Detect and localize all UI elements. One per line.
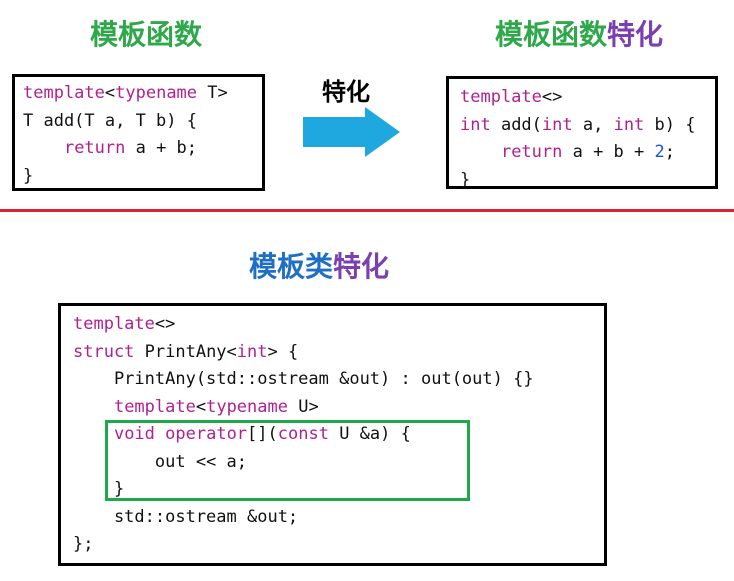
code-keyword: void — [113, 424, 155, 444]
code-box-template-class-specialization: template<>struct PrintAny<int> { PrintAn… — [58, 303, 607, 566]
code-number: 2 — [654, 142, 665, 162]
code-keyword: typename — [115, 83, 198, 103]
code-keyword: template — [73, 314, 155, 334]
code-text: out << a; — [73, 451, 247, 472]
heading-part-template-function: 模板函数 — [495, 18, 608, 51]
code-text — [23, 138, 64, 158]
right-arrow-icon — [303, 107, 400, 157]
code-line: std::ostream &out; — [73, 504, 604, 532]
code-text: } — [460, 169, 471, 190]
code-keyword: typename — [206, 396, 288, 417]
code-line: template<typename T> — [23, 80, 262, 108]
code-line: } — [460, 167, 715, 195]
code-text: PrintAny< — [134, 341, 237, 362]
code-text: a + b + — [562, 142, 655, 162]
code-text: }; — [73, 534, 94, 554]
code-text: } — [73, 479, 125, 499]
code-line: out << a; — [73, 449, 604, 477]
code-keyword: int — [541, 114, 573, 135]
code-line: template<> — [460, 84, 715, 112]
code-keyword: struct — [73, 341, 135, 362]
heading-template-class-specialization: 模板类特化 — [249, 251, 389, 283]
code-box-template-function-specialization: template<>int add(int a, int b) { return… — [446, 76, 718, 190]
code-line: } — [73, 476, 604, 504]
code-line: struct PrintAny<int> { — [73, 339, 604, 367]
code-text: U &a) { — [328, 424, 411, 444]
code-text: } — [23, 165, 34, 186]
operator-highlight-box — [105, 420, 470, 501]
heading-template-function-text: 模板函数 — [90, 18, 203, 51]
code-line: return a + b; — [23, 135, 262, 163]
code-text — [460, 142, 501, 162]
code-text: b) { — [644, 114, 696, 135]
code-text: < — [195, 396, 207, 417]
heading-template-function: 模板函数 — [90, 19, 202, 51]
code-keyword: return — [63, 138, 126, 158]
heading-part-template-class: 模板类 — [249, 250, 334, 283]
code-keyword: int — [236, 341, 268, 362]
code-line: return a + b + 2; — [460, 139, 715, 167]
code-line: }; — [73, 531, 604, 559]
code-keyword: operator — [165, 424, 248, 444]
code-text: PrintAny(std::ostream &out) : out(out) {… — [73, 369, 534, 389]
code-line: PrintAny(std::ostream &out) : out(out) {… — [73, 366, 604, 394]
code-text: std::ostream &out; — [73, 506, 299, 527]
code-line: } — [23, 163, 262, 191]
code-keyword: int — [613, 114, 645, 135]
code-keyword: template — [113, 396, 196, 417]
code-line: int add(int a, int b) { — [460, 112, 715, 140]
code-line: template<typename U> — [73, 394, 604, 422]
heading-template-function-specialization: 模板函数特化 — [495, 19, 663, 51]
code-line: template<> — [73, 311, 604, 339]
code-text: <> — [541, 87, 563, 107]
code-text: a, — [572, 114, 614, 135]
code-keyword: template — [23, 83, 105, 103]
code-keyword: const — [277, 424, 329, 444]
code-text — [73, 397, 114, 417]
code-text: add( — [490, 114, 542, 135]
code-text: a + b; — [125, 138, 198, 158]
code-text: []( — [247, 424, 278, 444]
code-keyword: return — [500, 142, 563, 162]
code-keyword: template — [460, 87, 542, 107]
code-text: < — [104, 83, 116, 103]
code-text: <> — [154, 314, 176, 334]
section-divider — [0, 209, 734, 212]
code-box-template-function: template<typename T>T add(T a, T b) { re… — [12, 74, 265, 191]
code-text: U> — [287, 396, 319, 417]
code-text: > { — [267, 341, 299, 362]
code-text: T> — [197, 83, 228, 103]
arrow-label: 特化 — [322, 78, 370, 106]
heading-part-specialization: 特化 — [333, 250, 390, 283]
code-text: T add(T a, T b) { — [23, 110, 197, 131]
code-line: T add(T a, T b) { — [23, 108, 262, 136]
code-text: ; — [664, 142, 675, 162]
code-keyword: int — [460, 114, 491, 135]
heading-part-specialization: 特化 — [607, 18, 664, 51]
code-line: void operator[](const U &a) { — [73, 421, 604, 449]
